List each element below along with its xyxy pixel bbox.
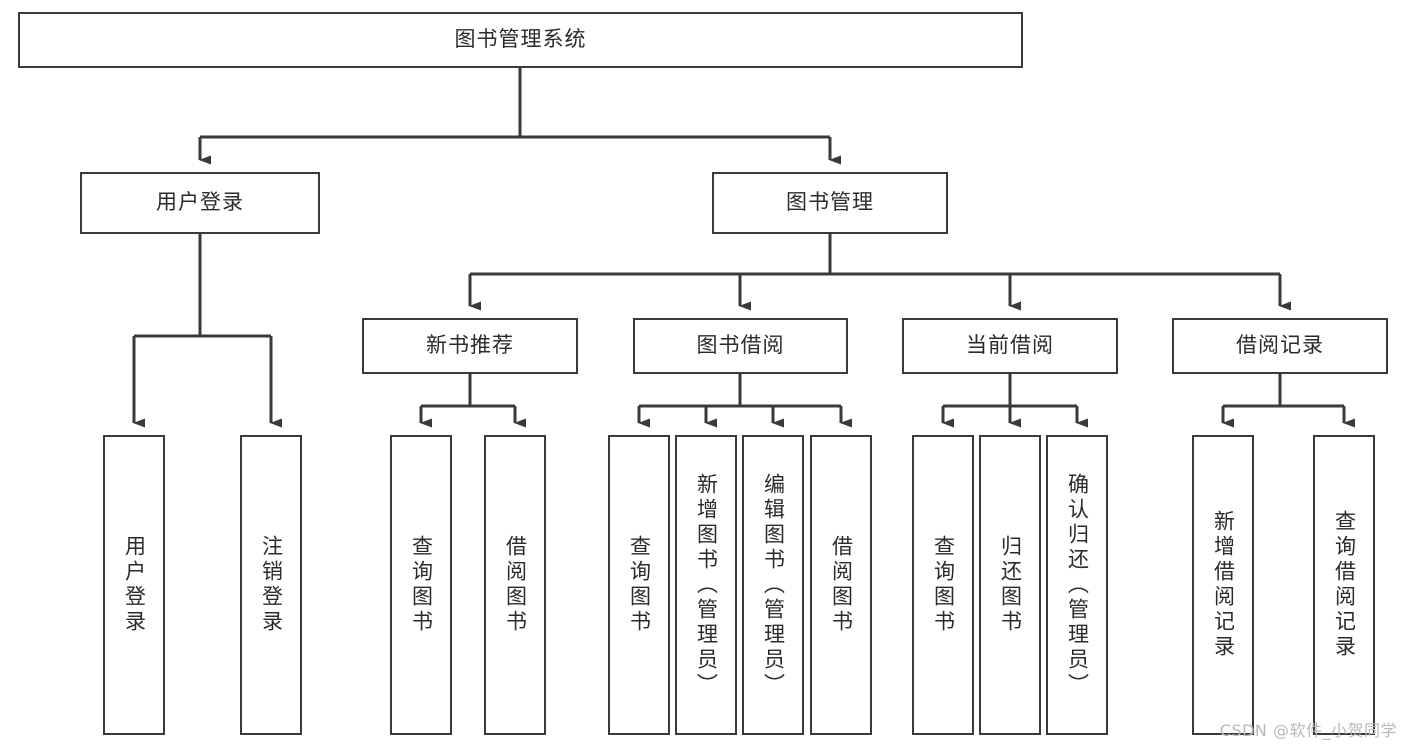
node-root[interactable]: 图书管理系统 (18, 12, 1023, 68)
leaf-borrow-book-1-label: 借阅图书 (503, 535, 528, 635)
node-book-borrow[interactable]: 图书借阅 (633, 318, 848, 374)
node-new-book-recommend[interactable]: 新书推荐 (362, 318, 578, 374)
leaf-add-record-label: 新增借阅记录 (1211, 510, 1236, 660)
leaf-query-book-1[interactable]: 查询图书 (390, 435, 452, 735)
leaf-query-record-label: 查询借阅记录 (1332, 510, 1357, 660)
node-current-borrow-label: 当前借阅 (966, 333, 1054, 358)
node-new-book-recommend-label: 新书推荐 (426, 333, 514, 358)
leaf-add-book-label: 新增图书（管理员） (694, 472, 719, 698)
leaf-user-login[interactable]: 用户登录 (103, 435, 165, 735)
node-book-manage[interactable]: 图书管理 (712, 172, 948, 234)
leaf-query-book-1-label: 查询图书 (409, 535, 434, 635)
leaf-query-record[interactable]: 查询借阅记录 (1313, 435, 1375, 735)
node-current-borrow[interactable]: 当前借阅 (902, 318, 1118, 374)
leaf-borrow-book-2[interactable]: 借阅图书 (810, 435, 872, 735)
leaf-borrow-book-1[interactable]: 借阅图书 (484, 435, 546, 735)
leaf-query-book-3-label: 查询图书 (931, 535, 956, 635)
leaf-logout[interactable]: 注销登录 (240, 435, 302, 735)
leaf-add-book[interactable]: 新增图书（管理员） (675, 435, 737, 735)
leaf-edit-book[interactable]: 编辑图书（管理员） (742, 435, 804, 735)
leaf-query-book-2-label: 查询图书 (627, 535, 652, 635)
node-root-label: 图书管理系统 (454, 27, 587, 52)
node-book-borrow-label: 图书借阅 (696, 333, 785, 358)
leaf-return-book-label: 归还图书 (998, 535, 1023, 635)
node-user-login-label: 用户登录 (156, 190, 244, 215)
leaf-confirm-return[interactable]: 确认归还（管理员） (1046, 435, 1108, 735)
leaf-query-book-2[interactable]: 查询图书 (608, 435, 670, 735)
leaf-confirm-return-label: 确认归还（管理员） (1065, 472, 1090, 698)
leaf-add-record[interactable]: 新增借阅记录 (1192, 435, 1254, 735)
leaf-logout-label: 注销登录 (259, 535, 284, 635)
leaf-borrow-book-2-label: 借阅图书 (829, 535, 854, 635)
leaf-user-login-label: 用户登录 (122, 535, 147, 635)
leaf-return-book[interactable]: 归还图书 (979, 435, 1041, 735)
node-book-manage-label: 图书管理 (786, 190, 874, 215)
leaf-query-book-3[interactable]: 查询图书 (912, 435, 974, 735)
node-user-login[interactable]: 用户登录 (80, 172, 320, 234)
node-borrow-record[interactable]: 借阅记录 (1172, 318, 1388, 374)
leaf-edit-book-label: 编辑图书（管理员） (761, 472, 786, 698)
node-borrow-record-label: 借阅记录 (1236, 333, 1324, 358)
watermark-text: CSDN @软件_小贺同学 (1219, 721, 1397, 740)
